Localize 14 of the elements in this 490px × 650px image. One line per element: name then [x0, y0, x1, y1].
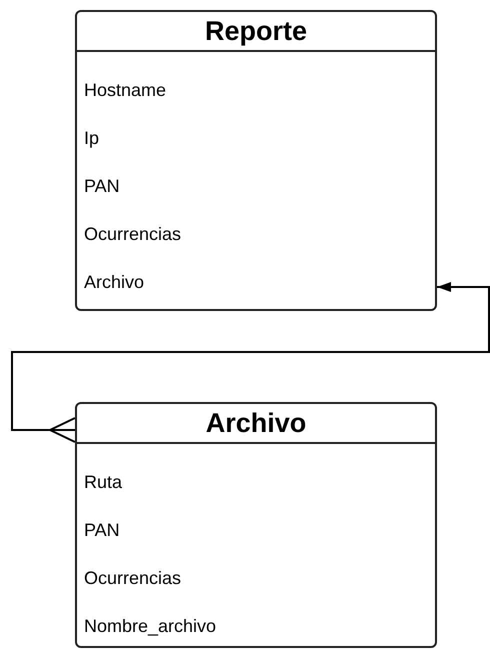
entity-table [75, 10, 437, 311]
attribute-text: Ip [84, 127, 100, 150]
attribute-text: Archivo [84, 271, 144, 294]
attribute-text: Ocurrencias [84, 223, 182, 246]
attribute-text: Ocurrencias [84, 567, 182, 590]
entity-title: Reporte [77, 12, 435, 52]
attribute-text: PAN [84, 519, 120, 542]
attribute-text: Nombre_archivo [84, 615, 216, 638]
entity-title: Archivo [77, 404, 435, 444]
attribute-text: Ruta [84, 471, 122, 494]
attribute-text: PAN [84, 175, 120, 198]
entity-table [75, 402, 437, 648]
relationship-connector [11, 282, 490, 443]
attribute-text: Hostname [84, 79, 166, 102]
